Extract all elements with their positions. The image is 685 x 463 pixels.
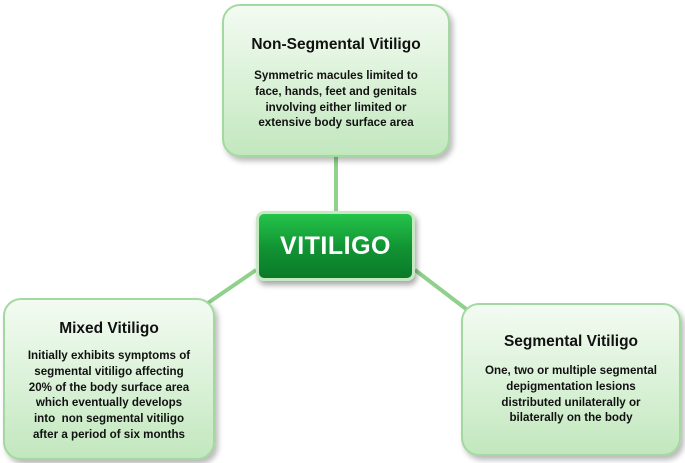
connector-right <box>413 268 472 314</box>
node-description: One, two or multiple segmental depigment… <box>463 363 679 426</box>
node-mixed-vitiligo: Mixed Vitiligo Initially exhibits sympto… <box>3 298 215 460</box>
node-non-segmental-vitiligo: Non-Segmental Vitiligo Symmetric macules… <box>222 4 450 157</box>
desc-line: distributed unilaterally or <box>501 395 641 409</box>
node-description: Symmetric macules limited to face, hands… <box>224 68 448 131</box>
desc-line: 20% of the body surface area <box>28 380 190 394</box>
connector-left <box>203 268 258 307</box>
node-title: Mixed Vitiligo <box>59 320 159 337</box>
desc-line: into non segmental vitiligo <box>33 412 185 426</box>
center-label: VITILIGO <box>280 231 391 260</box>
desc-line: which eventually develops <box>35 396 183 410</box>
desc-line: depigmentation lesions <box>506 379 636 393</box>
desc-line: face, hands, feet and genitals <box>255 84 417 98</box>
desc-line: bilaterally on the body <box>509 411 633 425</box>
node-title: Segmental Vitiligo <box>503 333 639 350</box>
desc-line: Symmetric macules limited to <box>254 69 418 82</box>
desc-line: involving either limited or <box>265 100 407 114</box>
node-segmental-vitiligo: Segmental Vitiligo One, two or multiple … <box>461 303 681 456</box>
node-description: Initially exhibits symptoms of segmental… <box>5 348 213 443</box>
desc-line: One, two or multiple segmental <box>485 364 657 377</box>
node-title: Non-Segmental Vitiligo <box>251 36 421 53</box>
desc-line: after a period of six months <box>32 427 186 441</box>
desc-line: Initially exhibits symptoms of <box>27 349 191 362</box>
desc-line: extensive body surface area <box>258 116 414 130</box>
center-node-vitiligo: VITILIGO <box>256 211 415 281</box>
desc-line: segmental vitiligo affecting <box>34 364 184 378</box>
